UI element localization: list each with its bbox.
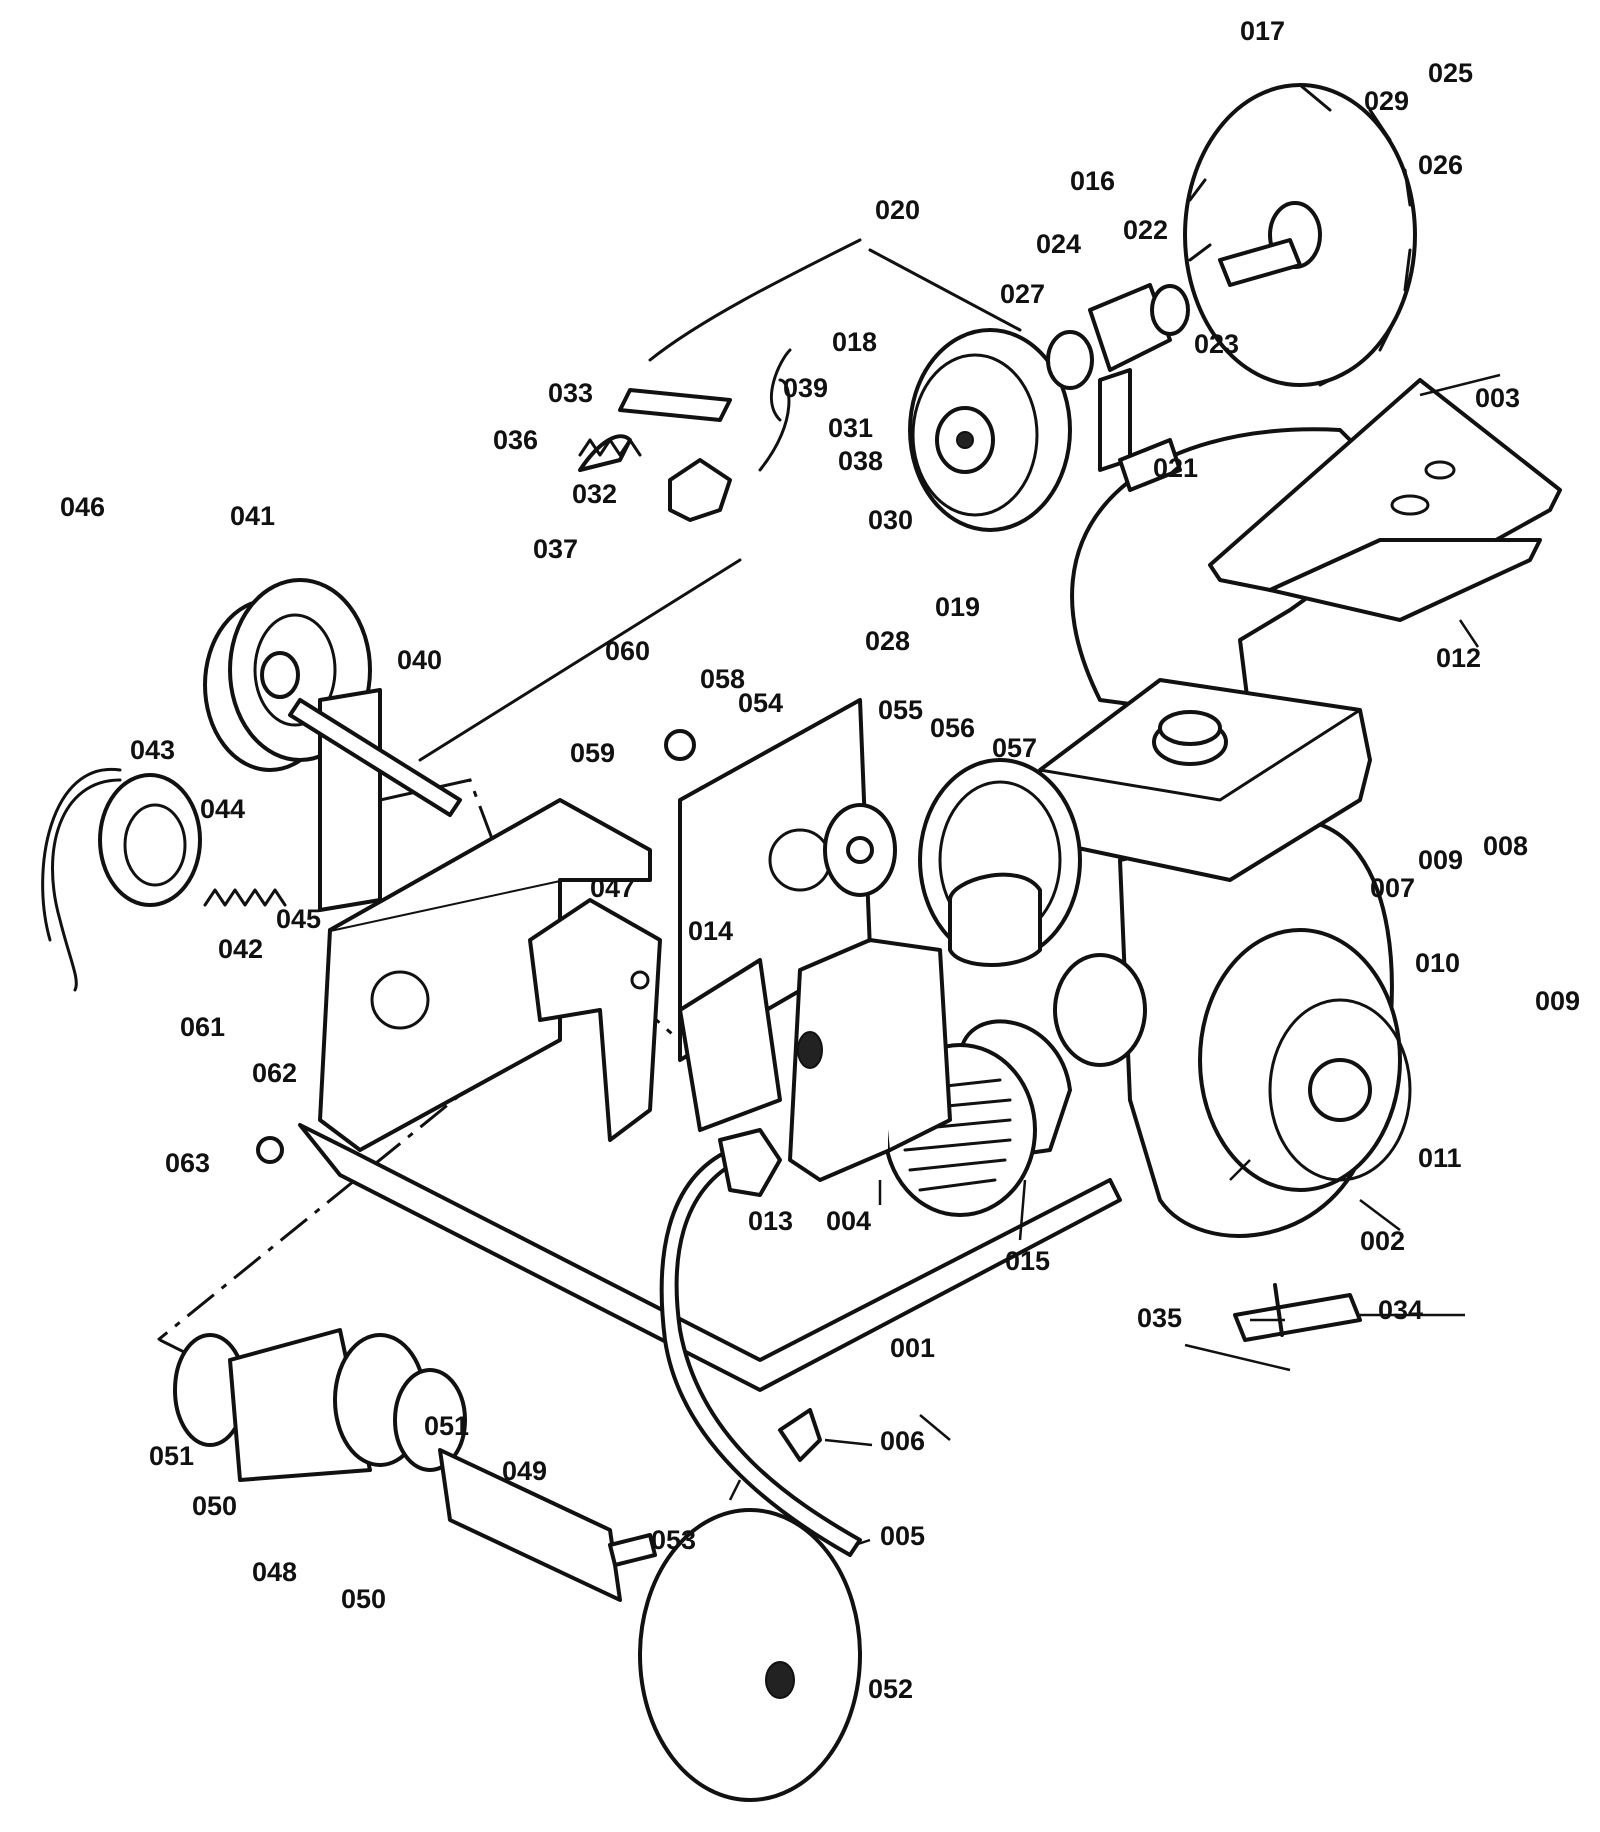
callout-057: 057 [992, 733, 1037, 763]
callout-055: 055 [878, 695, 923, 725]
callout-032: 032 [572, 479, 617, 509]
wheel-041-part [203, 578, 372, 772]
callout-033: 033 [548, 378, 593, 408]
callout-035: 035 [1137, 1303, 1182, 1333]
callout-leaders [728, 373, 1501, 1547]
callout-040: 040 [397, 645, 442, 675]
callout-034: 034 [1378, 1295, 1423, 1325]
callout-011: 011 [1418, 1143, 1462, 1173]
axle-040-part [288, 688, 462, 912]
callout-056: 056 [930, 713, 975, 743]
callout-006: 006 [880, 1426, 925, 1456]
callout-036: 036 [493, 425, 538, 455]
exhaust-pipe-part [659, 1128, 862, 1557]
control-cables [648, 238, 1022, 472]
callout-003: 003 [1475, 383, 1520, 413]
callout-059: 059 [570, 738, 615, 768]
pulley-043-part [41, 767, 202, 992]
callout-021: 021 [1153, 453, 1198, 483]
callout-039: 039 [783, 373, 828, 403]
callout-015: 015 [1005, 1246, 1050, 1276]
callout-029: 029 [1364, 86, 1409, 116]
callout-051a: 051 [149, 1441, 194, 1471]
spring-042-part [203, 888, 287, 907]
callout-047: 047 [590, 873, 635, 903]
callout-050b: 050 [341, 1584, 386, 1614]
callout-009b: 009 [1535, 986, 1580, 1016]
callout-025: 025 [1428, 58, 1473, 88]
callout-002: 002 [1360, 1226, 1405, 1256]
callout-024: 024 [1036, 229, 1081, 259]
fan-part [1183, 83, 1417, 387]
callout-061: 061 [180, 1012, 225, 1042]
callout-045: 045 [276, 904, 321, 934]
governor-bracket-part [578, 388, 732, 522]
callout-023: 023 [1194, 329, 1239, 359]
callout-049: 049 [502, 1456, 547, 1486]
muffler-part [788, 938, 952, 1182]
small-hardware [256, 729, 1362, 1567]
callout-009a: 009 [1418, 845, 1463, 875]
callout-010: 010 [1415, 948, 1460, 978]
callout-028: 028 [865, 626, 910, 656]
callout-013: 013 [748, 1206, 793, 1236]
callout-053: 053 [651, 1525, 696, 1555]
callout-052: 052 [868, 1674, 913, 1704]
callout-050a: 050 [192, 1491, 237, 1521]
callout-027: 027 [1000, 279, 1045, 309]
callout-014: 014 [688, 916, 733, 946]
callout-063: 063 [165, 1148, 210, 1178]
callout-058: 058 [700, 664, 745, 694]
callout-016: 016 [1070, 166, 1115, 196]
bearing-housing-part [1046, 283, 1190, 492]
callout-038: 038 [838, 446, 883, 476]
callout-012: 012 [1436, 643, 1481, 673]
callout-037: 037 [533, 534, 578, 564]
callout-020: 020 [875, 195, 920, 225]
callout-041: 041 [230, 501, 275, 531]
callout-060: 060 [605, 636, 650, 666]
shaft-assembly-part [173, 1328, 862, 1802]
callout-026: 026 [1418, 150, 1463, 180]
callout-046: 046 [60, 492, 105, 522]
callout-043: 043 [130, 735, 175, 765]
pulley-018-part [908, 328, 1072, 532]
callout-018: 018 [832, 327, 877, 357]
callout-labels: 001 002 003 004 005 006 007 008 009 009 … [60, 16, 1580, 1704]
callout-019: 019 [935, 592, 980, 622]
shroud-plate-part [1208, 378, 1562, 622]
callout-048: 048 [252, 1557, 297, 1587]
callout-001: 001 [890, 1333, 935, 1363]
callout-030: 030 [868, 505, 913, 535]
callout-044: 044 [200, 794, 245, 824]
callout-005: 005 [880, 1521, 925, 1551]
callout-031: 031 [828, 413, 873, 443]
callout-017: 017 [1240, 16, 1285, 46]
callout-007: 007 [1370, 873, 1415, 903]
callout-004: 004 [826, 1206, 871, 1236]
callout-054: 054 [738, 688, 783, 718]
callout-008: 008 [1483, 831, 1528, 861]
drive-pulley-group [823, 758, 1147, 1067]
callout-022: 022 [1123, 215, 1168, 245]
spring-036-part [578, 438, 642, 457]
bracket-box-part [528, 898, 662, 1142]
callout-062: 062 [252, 1058, 297, 1088]
callout-051b: 051 [424, 1411, 469, 1441]
heat-shield-part [678, 958, 782, 1132]
callout-042: 042 [218, 934, 263, 964]
